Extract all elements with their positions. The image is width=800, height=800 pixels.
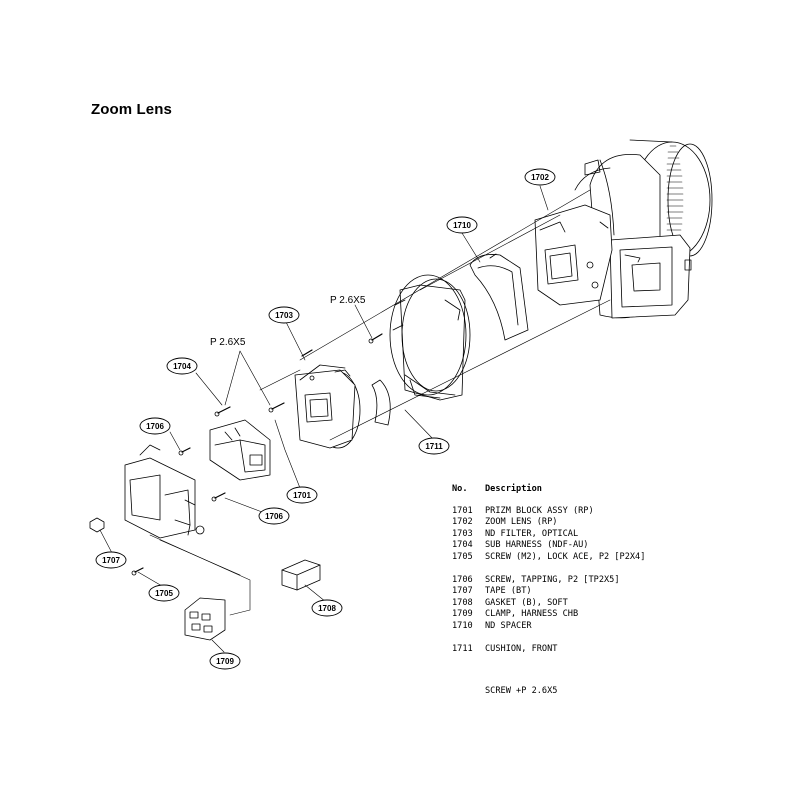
svg-text:1708: 1708 (318, 604, 336, 613)
callout-1708: 1708 (311, 599, 343, 617)
callout-1702: 1702 (524, 168, 556, 186)
svg-text:1704: 1704 (173, 362, 191, 371)
svg-text:1709: 1709 (216, 657, 234, 666)
table-header: No. Description (452, 484, 645, 496)
callouts: 1702 1710 1703 1704 1706 1711 1701 1706 (95, 168, 556, 670)
svg-text:1706: 1706 (146, 422, 164, 431)
mount-ring-part (371, 274, 471, 426)
callout-1709: 1709 (209, 652, 241, 670)
callout-1706-upper: 1706 (139, 417, 171, 435)
callout-1705: 1705 (148, 584, 180, 602)
header-description: Description (485, 484, 542, 494)
nd-spacer-part (469, 253, 529, 341)
svg-text:1701: 1701 (293, 491, 311, 500)
callout-1706-lower: 1706 (258, 507, 290, 525)
prism-block-part (294, 364, 361, 449)
leader-lines (99, 185, 611, 653)
sub-harness-part (209, 419, 271, 481)
footer-note: SCREW +P 2.6X5 (485, 686, 558, 696)
svg-text:1711: 1711 (425, 442, 443, 451)
tape-part (89, 517, 105, 533)
svg-text:1702: 1702 (531, 173, 549, 182)
callout-1704: 1704 (166, 357, 198, 375)
screw-label-lower: P 2.6X5 (210, 337, 246, 348)
page-title: Zoom Lens (91, 101, 172, 118)
svg-text:1705: 1705 (155, 589, 173, 598)
callout-1707: 1707 (95, 551, 127, 569)
screws (131, 333, 383, 576)
callout-1701: 1701 (286, 486, 318, 504)
svg-text:1710: 1710 (453, 221, 471, 230)
svg-text:1706: 1706 (265, 512, 283, 521)
svg-text:1707: 1707 (102, 556, 120, 565)
callout-1710: 1710 (446, 216, 478, 234)
callout-1711: 1711 (418, 437, 450, 455)
callout-1703: 1703 (268, 306, 300, 324)
gasket-part (281, 559, 321, 591)
bracket-part (124, 444, 205, 539)
svg-text:1703: 1703 (275, 311, 293, 320)
clamp-part (184, 597, 226, 641)
header-no: No. (452, 484, 468, 494)
screw-label-upper: P 2.6X5 (330, 295, 366, 306)
zoom-lens-part (534, 139, 713, 319)
